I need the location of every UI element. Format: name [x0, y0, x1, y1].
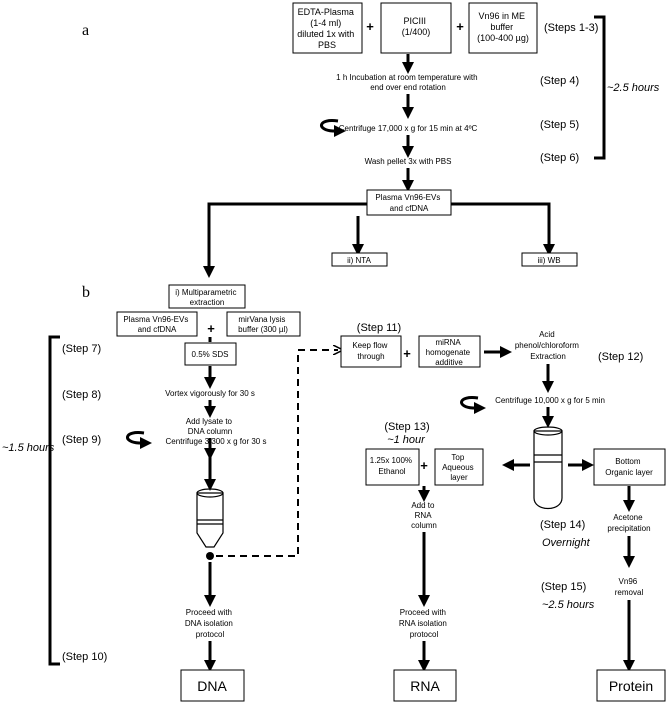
plus-sign: +	[366, 19, 374, 34]
step-13-label: (Step 13)	[384, 421, 429, 433]
overnight-label: Overnight	[542, 537, 591, 549]
vn96-box	[468, 2, 538, 54]
time-bracket-b	[48, 335, 60, 666]
centrifuge-text: Centrifuge 17,000 x g for 15 min at 4ºC	[339, 124, 478, 133]
vn96-box-text: Vn96 in ME buffer (100-400 µg)	[477, 11, 529, 43]
panel-label-b: b	[82, 284, 90, 301]
time-label-13: ~1 hour	[387, 434, 426, 446]
time-label-b: ~1.5 hours	[2, 442, 55, 454]
multiparametric-box-text: i) Multiparametric extraction	[175, 288, 239, 307]
plus-sign: +	[403, 346, 411, 361]
centrifuge-icon	[460, 396, 486, 414]
ethanol-box	[365, 448, 420, 486]
plasma-box-text: EDTA-Plasma (1-4 ml) diluted 1x with PBS	[297, 7, 357, 50]
proceed-dna-text: Proceed with DNA isolation protocol	[185, 608, 235, 639]
plus-sign: +	[420, 458, 428, 473]
plus-sign: +	[207, 321, 215, 336]
centrifuge-dna-text: Centrifuge 3,300 x g for 30 s	[166, 437, 267, 446]
dna-final-box	[180, 669, 245, 702]
piciii-box	[380, 2, 452, 54]
step-9-label: (Step 9)	[62, 434, 101, 446]
time-label-a: ~2.5 hours	[607, 82, 660, 94]
mirna-additive-box	[418, 335, 481, 368]
mirna-additive-box-text: miRNA homogenate additive	[426, 338, 473, 367]
step-7-label: (Step 7)	[62, 343, 101, 355]
time-bracket-a	[594, 15, 606, 160]
panel-label-a: a	[82, 22, 89, 39]
lysis-buffer-box-text: mirVana lysis buffer (300 µl)	[238, 315, 288, 334]
step-8-label: (Step 8)	[62, 389, 101, 401]
step-12-label: (Step 12)	[598, 351, 643, 363]
wb-box-text: iii) WB	[537, 256, 560, 265]
rna-tube-icon	[533, 426, 563, 510]
centrifuge-icon	[320, 119, 346, 137]
rna-final-box	[393, 669, 457, 702]
organic-layer-box	[593, 448, 666, 486]
lysis-buffer-box	[226, 311, 301, 337]
sds-box-text: 0.5% SDS	[192, 350, 229, 359]
flow-through-box	[340, 335, 402, 368]
step-11-label: (Step 11)	[357, 322, 401, 334]
step-5-label: (Step 5)	[540, 119, 579, 131]
protein-final-text: Protein	[609, 678, 653, 694]
dna-final-text: DNA	[197, 678, 227, 694]
proceed-rna-text: Proceed with RNA isolation protocol	[399, 608, 449, 639]
step-4-label: (Step 4)	[540, 75, 579, 87]
step-10-label: (Step 10)	[62, 651, 107, 663]
add-rna-text: Add to RNA column	[411, 501, 437, 530]
vn96-removal-text: Vn96 removal	[615, 577, 644, 597]
centrifuge-icon	[126, 431, 152, 449]
organic-layer-box-text: Bottom Organic layer	[605, 457, 653, 477]
acid-extraction-text: Acid phenol/chloroform Extraction	[515, 330, 581, 361]
step-14-label: (Step 14)	[540, 519, 585, 531]
dna-column-icon	[196, 488, 224, 560]
aqueous-layer-box-text: Top Aqueous layer	[442, 453, 476, 482]
acetone-text: Acetone precipitation	[607, 513, 650, 533]
arrow	[451, 202, 555, 256]
centrifuge-rna-text: Centrifuge 10,000 x g for 5 min	[495, 396, 605, 405]
incubation-text: 1 h Incubation at room temperature with …	[336, 73, 480, 92]
dashed-arrow	[216, 350, 338, 557]
nta-box-text: ii) NTA	[347, 256, 372, 265]
plus-sign: +	[456, 19, 464, 34]
time-label-15: ~2.5 hours	[542, 599, 595, 611]
wash-text: Wash pellet 3x with PBS	[365, 157, 452, 166]
vortex-text: Vortex vigorously for 30 s	[165, 389, 255, 398]
arrow	[203, 202, 367, 278]
b-evs-box-text: Plasma Vn96-EVs and cfDNA	[123, 315, 190, 334]
b-evs-box	[116, 311, 198, 337]
nta-box	[331, 252, 388, 267]
flow-through-box-text: Keep flow through	[352, 341, 389, 361]
piciii-box-text: PICIII (1/400)	[402, 16, 431, 37]
wb-box	[521, 252, 578, 267]
vn96-evs-box-text: Plasma Vn96-EVs and cfDNA	[375, 193, 442, 213]
add-dna-text: Add lysate to DNA column	[186, 417, 234, 436]
aqueous-layer-box	[434, 448, 484, 486]
rna-final-text: RNA	[410, 678, 440, 694]
multiparametric-box	[168, 284, 246, 309]
plasma-box	[292, 2, 363, 54]
ethanol-box-text: 1.25x 100% Ethanol	[370, 456, 415, 476]
step-15-label: (Step 15)	[541, 581, 586, 593]
step-6-label: (Step 6)	[540, 152, 579, 164]
steps-1-3-label: (Steps 1-3)	[544, 22, 598, 34]
sds-box	[184, 342, 237, 366]
protein-final-box	[596, 669, 666, 702]
